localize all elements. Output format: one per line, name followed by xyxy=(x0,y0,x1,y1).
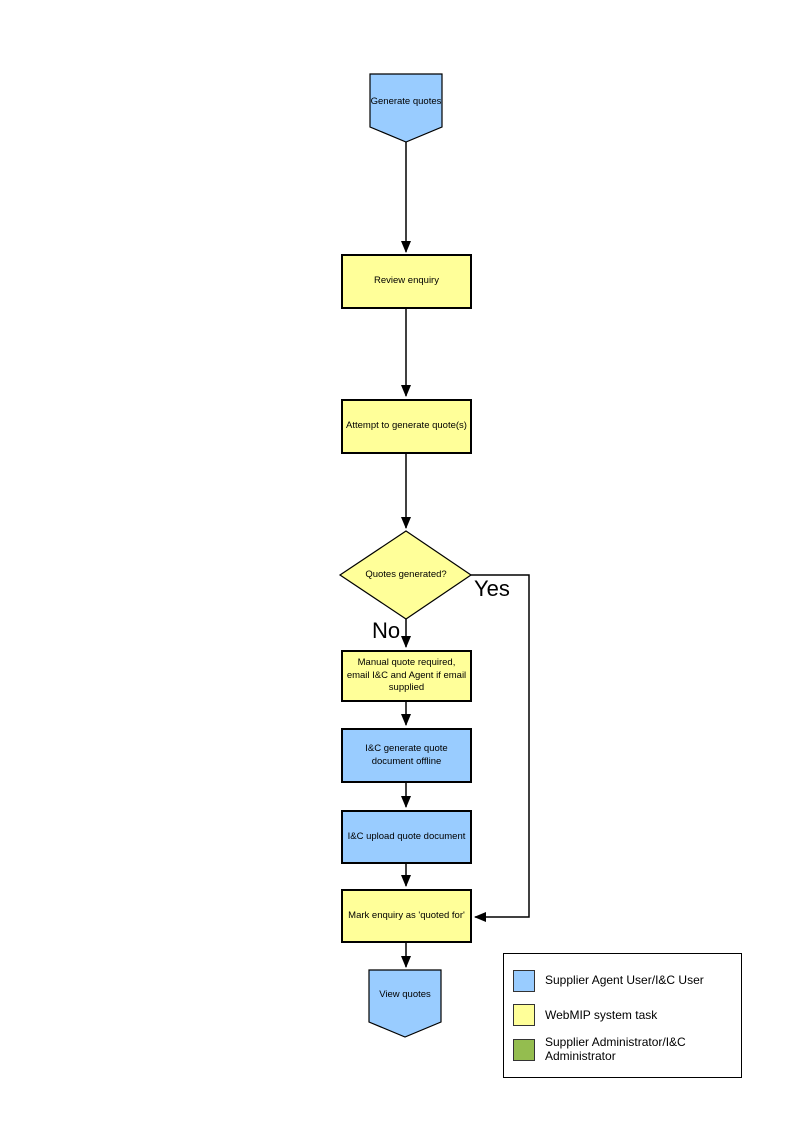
generate-offline-node: I&C generate quote document offline xyxy=(341,728,472,783)
generate-offline-label: I&C generate quote document offline xyxy=(365,743,448,767)
upload-quote-label: I&C upload quote document xyxy=(347,830,466,842)
manual-quote-node: Manual quote required, email I&C and Age… xyxy=(341,650,472,702)
attempt-generate-label: Attempt to generate quote(s) xyxy=(346,420,467,432)
legend-label-system-task: WebMIP system task xyxy=(545,1007,658,1022)
legend-label-agent-user: Supplier Agent User/I&C User xyxy=(545,973,704,988)
branch-no-label: No xyxy=(372,618,401,643)
legend-item-system-task: WebMIP system task xyxy=(513,998,732,1032)
manual-quote-label: Manual quote required, email I&C and Age… xyxy=(346,657,467,694)
start-node-label: Generate quotes xyxy=(370,95,442,107)
upload-quote-node: I&C upload quote document xyxy=(341,810,472,864)
review-enquiry-label: Review enquiry xyxy=(374,275,439,287)
start-node-shape xyxy=(369,73,443,143)
decision-node-label: Quotes generated? xyxy=(365,568,447,580)
legend-swatch-yellow xyxy=(513,1004,535,1027)
legend-swatch-green xyxy=(513,1038,535,1061)
decision-node-shape xyxy=(338,530,473,620)
mark-quoted-label: Mark enquiry as 'quoted for' xyxy=(348,909,465,921)
end-node-shape xyxy=(368,969,442,1038)
attempt-generate-node: Attempt to generate quote(s) xyxy=(341,399,472,454)
end-node-label: View quotes xyxy=(379,988,431,1000)
mark-quoted-node: Mark enquiry as 'quoted for' xyxy=(341,889,472,943)
legend-box: Supplier Agent User/I&C User WebMIP syst… xyxy=(503,953,742,1078)
legend-item-agent-user: Supplier Agent User/I&C User xyxy=(513,964,732,998)
connector-decision-yes-to-mark xyxy=(471,574,530,922)
legend-label-administrator: Supplier Administrator/I&C Administrator xyxy=(545,1035,686,1063)
legend-swatch-blue xyxy=(513,970,535,993)
branch-yes-label: Yes xyxy=(474,576,510,601)
review-enquiry-node: Review enquiry xyxy=(341,254,472,309)
legend-item-administrator: Supplier Administrator/I&C Administrator xyxy=(513,1033,732,1067)
